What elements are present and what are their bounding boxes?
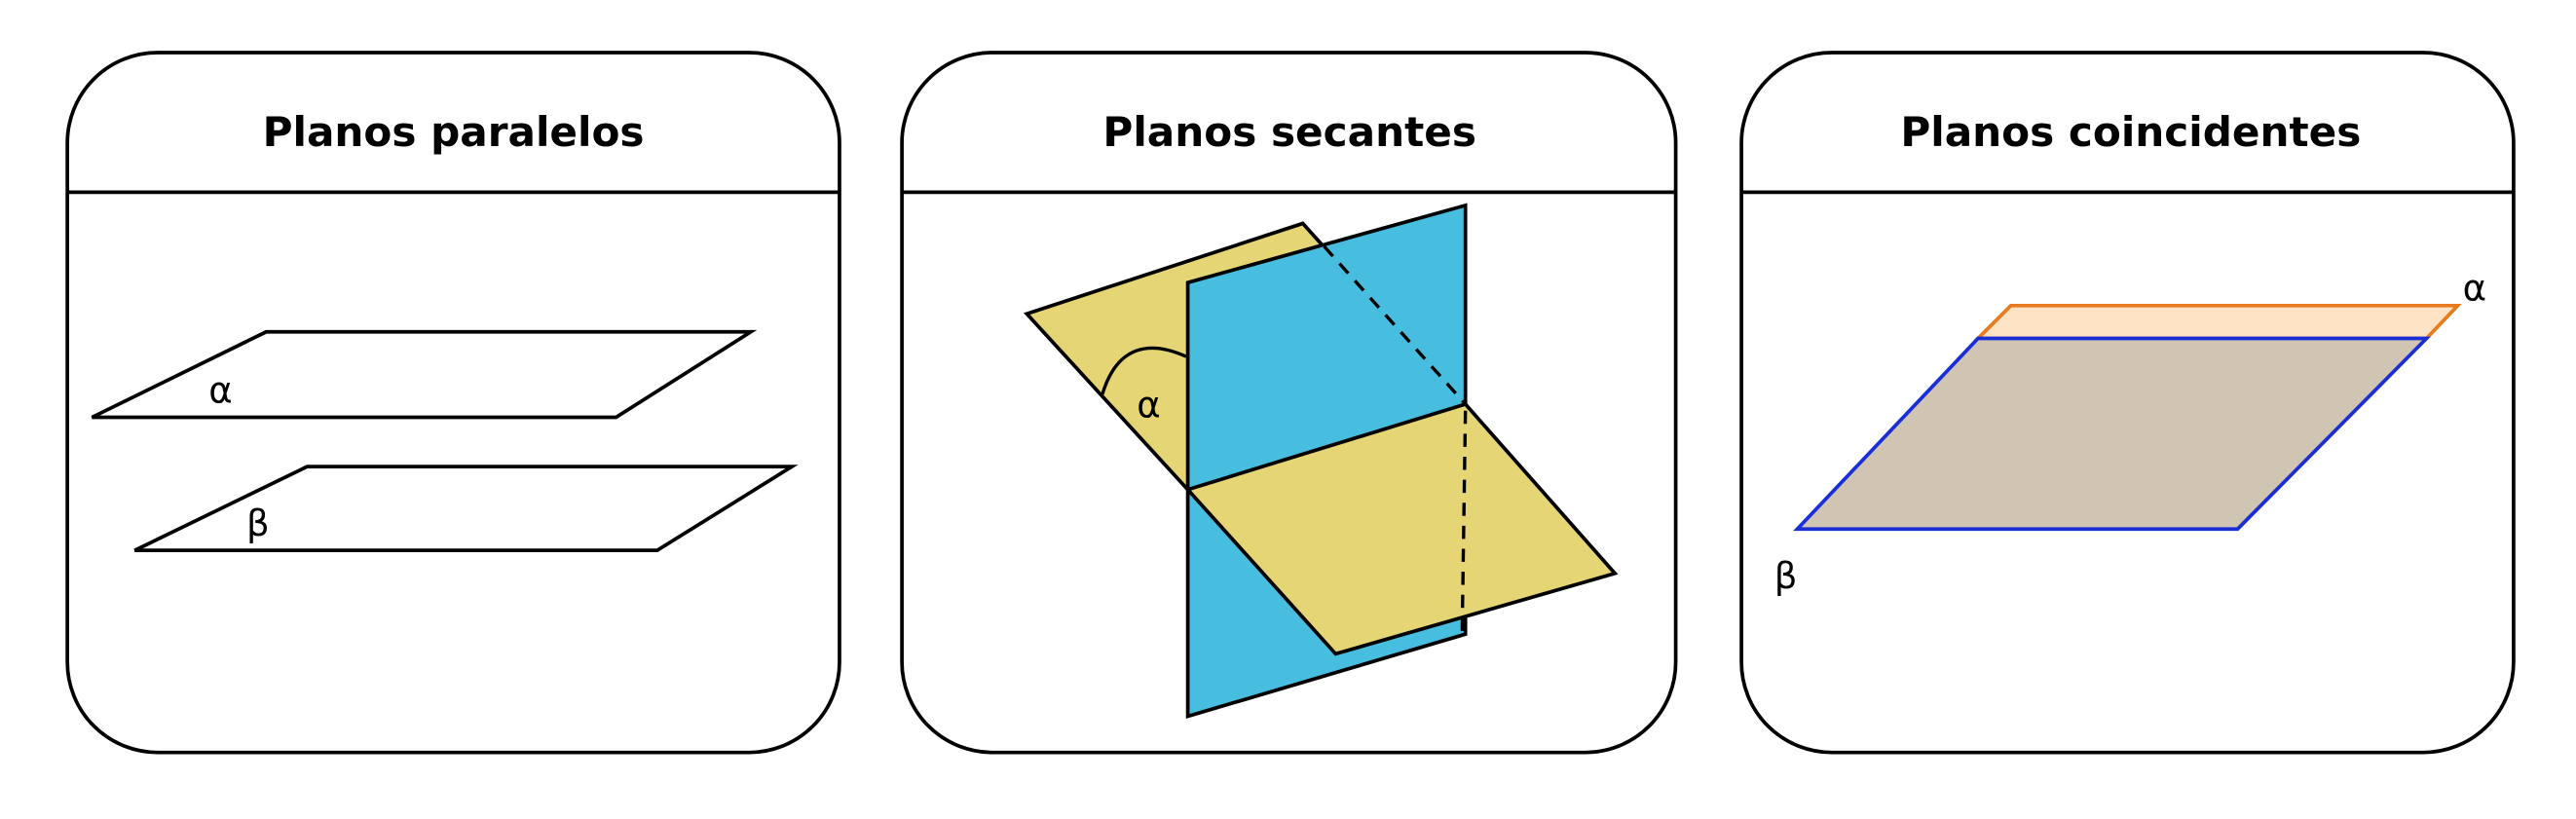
panel-parallel-planes: Planos paralelos α β: [65, 51, 841, 755]
angle-label: α: [1137, 385, 1160, 427]
plane-beta-label: β: [246, 503, 270, 544]
plane-alpha-label: α: [208, 369, 232, 411]
plane-beta-label: β: [1774, 555, 1798, 597]
angle-arc: [1101, 346, 1187, 395]
plane-beta: [133, 465, 799, 553]
hidden-edge: [1323, 244, 1467, 406]
plane-alpha: [91, 329, 758, 420]
hidden-edge: [1460, 410, 1468, 635]
plane-yellow-front: [1184, 401, 1619, 656]
plane-beta: [1793, 336, 2431, 532]
plane-alpha-label: α: [2463, 268, 2486, 310]
panel-coincident-planes: Planos coincidentes α β: [1739, 51, 2516, 755]
panel-secant-planes: Planos secantes α: [900, 51, 1678, 755]
panel-title: Planos secantes: [1102, 108, 1475, 156]
plane-alpha: [1973, 303, 2462, 341]
panel-title: Planos coincidentes: [1900, 108, 2361, 156]
panel-title: Planos paralelos: [263, 108, 645, 156]
